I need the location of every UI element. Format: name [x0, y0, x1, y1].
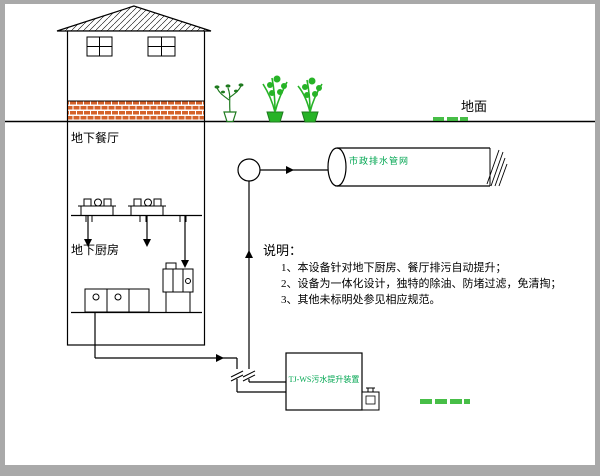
- flow-arrows: [84, 166, 294, 362]
- arrow-up-icon: [245, 250, 253, 258]
- ground-label: 地面: [461, 99, 488, 114]
- plant-small: [214, 83, 244, 123]
- device-box: [285, 352, 380, 411]
- municipal-pipe: [327, 147, 508, 187]
- note-item-3: 3、其他未标明处参见相应规范。: [281, 294, 441, 306]
- kitchen-label: 地下厨房: [71, 243, 120, 257]
- window-left: [86, 36, 113, 57]
- plant-bush-2: [297, 77, 323, 123]
- arrow-right-icon: [216, 354, 224, 362]
- pipes: [87, 169, 329, 393]
- frame-edge-right: [595, 0, 600, 476]
- device-label: TJ-WS污水提升装置: [288, 375, 360, 384]
- arrow-right-icon: [286, 166, 294, 174]
- kitchen-equipment: [71, 262, 202, 314]
- frame-edge-top: [0, 0, 600, 4]
- window-right: [147, 36, 176, 57]
- pump-box: [361, 387, 380, 411]
- arrow-down-icon: [181, 260, 189, 268]
- plant-bush-1: [262, 75, 288, 123]
- watermark-marks: [420, 117, 470, 404]
- plants: [214, 75, 323, 123]
- inspection-well: [237, 158, 261, 182]
- roof: [56, 5, 212, 32]
- note-item-2: 2、设备为一体化设计，独特的除油、防堵过滤，免清掏；: [281, 278, 562, 290]
- frame-edge-left: [0, 0, 5, 476]
- restaurant-tables: [71, 198, 202, 222]
- arrow-down-icon: [84, 239, 92, 247]
- notes-title: 说明：: [263, 243, 303, 258]
- pipe-cut-hatch: [486, 149, 508, 187]
- restaurant-label: 地下餐厅: [71, 131, 120, 145]
- note-item-1: 1、本设备针对地下厨房、餐厅排污自动提升；: [281, 262, 507, 274]
- arrow-down-icon: [143, 239, 151, 247]
- municipal-pipe-label: 市政排水管网: [349, 156, 410, 166]
- pipe-break-symbols: [230, 370, 256, 382]
- frame-edge-bottom: [0, 465, 600, 476]
- brick-band: [68, 101, 204, 120]
